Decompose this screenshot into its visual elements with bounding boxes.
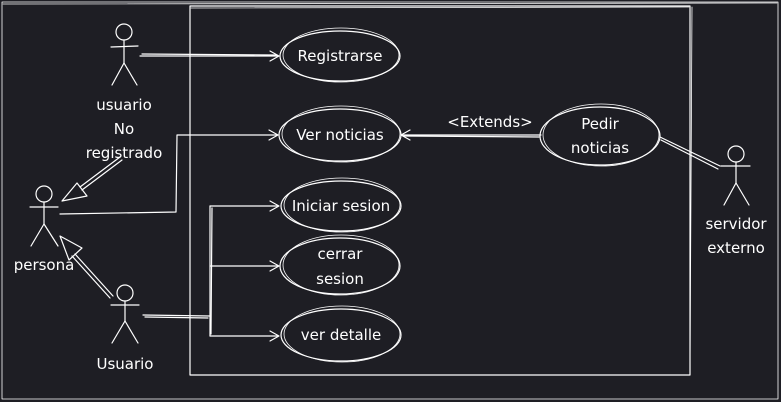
association-usuario-use-cases: [142, 200, 280, 342]
system-boundary-sketch: [190, 6, 693, 375]
use-case-label-line-1: cerrar: [318, 245, 364, 263]
actor-label-line-1: usuario: [96, 96, 152, 114]
actor-label: Usuario: [96, 355, 153, 373]
use-case-iniciar-sesion[interactable]: Iniciar sesion: [280, 177, 402, 233]
extend-pedir-noticias-ver-noticias: [400, 129, 542, 141]
actor-usuario-no-registrado[interactable]: usuario No registrado: [86, 23, 163, 162]
association-persona-ver-noticias: [59, 129, 279, 215]
use-case-label: Ver noticias: [296, 126, 384, 144]
association-servidor-externo-pedir-noticias: [659, 136, 721, 170]
actor-label-line-2: externo: [707, 239, 765, 257]
stick-figure-icon: [720, 145, 751, 206]
actor-persona[interactable]: persona: [14, 185, 75, 274]
stick-figure-icon: [110, 284, 140, 344]
use-case-ver-noticias[interactable]: Ver noticias: [278, 105, 402, 163]
actor-label-line-2: No: [114, 120, 134, 138]
use-case-label: ver detalle: [301, 326, 381, 344]
use-case-registrarse[interactable]: Registrarse: [279, 27, 401, 83]
system-boundary: [189, 5, 691, 376]
use-case-ver-detalle[interactable]: ver detalle: [280, 305, 402, 363]
use-case-label-line-2: sesion: [316, 270, 364, 288]
canvas-border-sketch: [2, 2, 778, 5]
use-case-label-line-1: Pedir: [581, 115, 619, 133]
actor-label-line-1: servidor: [705, 215, 767, 233]
association-usuario-no-registrado-registrarse: [139, 50, 280, 62]
generalization-usuario-no-registrado-persona: [61, 156, 123, 202]
actor-label-line-3: registrado: [86, 144, 163, 162]
stick-figure-icon: [29, 185, 59, 247]
use-case-pedir-noticias[interactable]: Pedir noticias: [539, 103, 661, 167]
use-case-label-line-2: noticias: [571, 139, 629, 157]
actor-servidor-externo[interactable]: servidor externo: [705, 145, 767, 257]
stick-figure-icon: [110, 23, 139, 86]
actor-usuario[interactable]: Usuario: [96, 284, 154, 373]
use-case-cerrar-sesion[interactable]: cerrar sesion: [279, 234, 401, 296]
actor-label: persona: [14, 256, 75, 274]
extends-label: <Extends>: [447, 113, 532, 131]
generalization-usuario-persona: [59, 235, 114, 299]
use-case-label: Iniciar sesion: [292, 197, 390, 215]
use-case-label: Registrarse: [298, 47, 383, 65]
